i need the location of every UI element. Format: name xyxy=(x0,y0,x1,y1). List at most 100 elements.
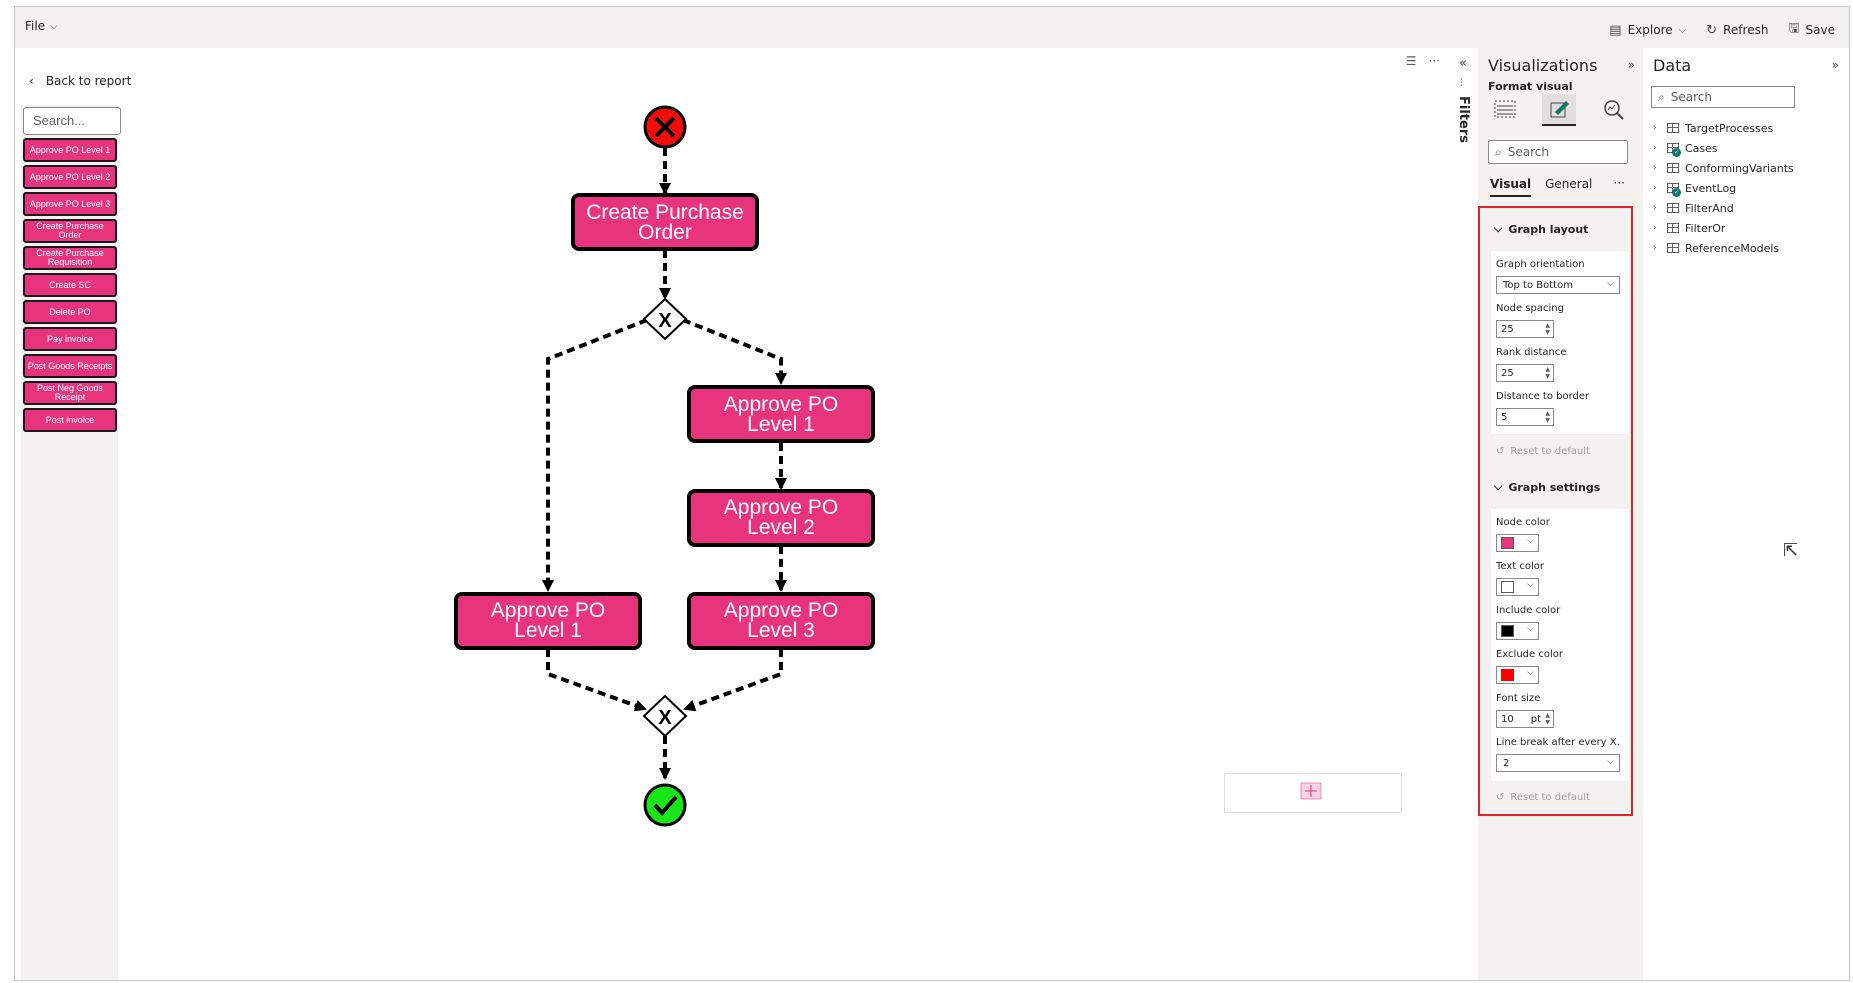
filter-funnel-icon: ⫶ xyxy=(1460,78,1463,89)
node-label: Level 1 xyxy=(747,413,815,436)
spinner-icon[interactable]: ▲▼ xyxy=(1545,322,1550,336)
node-create-purchase-order[interactable]: Create Purchase Order xyxy=(571,193,759,251)
line-break-dropdown[interactable]: 2 ⌵ xyxy=(1496,754,1620,772)
filters-pane-collapsed[interactable]: « ⫶ Filters xyxy=(1452,48,1479,980)
table-node[interactable]: ›✓EventLog xyxy=(1653,178,1794,198)
text-color-swatch xyxy=(1501,581,1514,593)
split-gateway[interactable]: X xyxy=(642,297,688,341)
search-placeholder: Search xyxy=(1507,145,1549,159)
build-visual-icon[interactable] xyxy=(1488,94,1522,124)
table-icon xyxy=(1667,243,1679,253)
activity-item[interactable]: Approve PO Level 2 xyxy=(23,165,117,189)
table-node[interactable]: ›TargetProcesses xyxy=(1653,118,1794,138)
refresh-label: Refresh xyxy=(1723,23,1769,37)
rank-distance-input[interactable]: 25 ▲▼ xyxy=(1496,364,1554,382)
node-spacing-value: 25 xyxy=(1501,323,1514,335)
more-options-button[interactable]: ··· xyxy=(1613,176,1625,190)
analytics-icon[interactable] xyxy=(1596,94,1630,124)
mouse-cursor-icon: ⇱ xyxy=(1783,540,1799,561)
edge-gateway-right xyxy=(682,318,787,385)
data-search-input[interactable]: ⌕ Search xyxy=(1651,86,1795,108)
node-approve-po-level-1[interactable]: Approve PO Level 1 xyxy=(687,385,875,443)
activity-item[interactable]: Create SC xyxy=(23,273,117,297)
include-color-swatch xyxy=(1501,625,1514,637)
table-node[interactable]: ›ConformingVariants xyxy=(1653,158,1794,178)
table-icon xyxy=(1667,163,1679,173)
spinner-icon[interactable]: ▲▼ xyxy=(1545,712,1550,726)
distance-to-border-input[interactable]: 5 ▲▼ xyxy=(1496,408,1554,426)
explore-button[interactable]: ▤ Explore ⌵ xyxy=(1609,19,1686,41)
chevron-right-icon[interactable]: › xyxy=(1653,223,1657,233)
join-gateway[interactable]: X xyxy=(642,694,688,738)
spinner-icon[interactable]: ▲▼ xyxy=(1545,410,1550,424)
table-node[interactable]: ›ReferenceModels xyxy=(1653,238,1794,258)
file-menu-label: File xyxy=(25,19,46,33)
activity-item[interactable]: Approve PO Level 1 xyxy=(23,138,117,162)
font-size-label: Font size xyxy=(1496,693,1541,704)
search-icon: ⌕ xyxy=(1495,144,1502,159)
graph-minimap[interactable] xyxy=(1224,773,1402,813)
chevron-right-icon[interactable]: › xyxy=(1653,183,1657,193)
more-options-icon[interactable]: ··· xyxy=(1428,54,1440,68)
expand-right-icon[interactable]: » xyxy=(1831,58,1839,72)
activity-item[interactable]: Post invoice xyxy=(23,408,117,432)
save-icon: 🖫 xyxy=(1788,21,1800,36)
exclude-color-swatch xyxy=(1501,669,1514,681)
start-event[interactable] xyxy=(643,105,687,149)
node-color-picker[interactable]: ⌵ xyxy=(1496,534,1539,552)
node-approve-po-level-2[interactable]: Approve PO Level 2 xyxy=(687,489,875,547)
chevron-right-icon[interactable]: › xyxy=(1653,143,1657,153)
highlighted-settings-area: ⌵ Graph layout Graph orientation Top to … xyxy=(1478,206,1633,816)
table-node[interactable]: ›✓Cases xyxy=(1653,138,1794,158)
activity-item[interactable]: Delete PO xyxy=(23,300,117,324)
refresh-icon: ↻ xyxy=(1706,22,1718,38)
node-label: Approve PO xyxy=(724,393,838,416)
node-approve-po-level-3[interactable]: Approve PO Level 3 xyxy=(687,592,875,650)
chevron-right-icon[interactable]: › xyxy=(1653,203,1657,213)
activity-item[interactable]: Post Neg Goods Receipt xyxy=(23,381,117,405)
activity-list: Approve PO Level 1 Approve PO Level 2 Appr… xyxy=(23,138,119,435)
save-button[interactable]: 🖫 Save xyxy=(1788,19,1835,41)
table-icon: ✓ xyxy=(1667,183,1681,197)
end-event[interactable] xyxy=(643,783,687,827)
activity-item[interactable]: Create Purchase Order xyxy=(23,219,117,243)
collapse-left-icon[interactable]: « xyxy=(1459,56,1467,71)
text-color-picker[interactable]: ⌵ xyxy=(1496,578,1539,596)
activity-item[interactable]: Approve PO Level 3 xyxy=(23,192,117,216)
exclude-color-picker[interactable]: ⌵ xyxy=(1496,666,1539,684)
node-spacing-input[interactable]: 25 ▲▼ xyxy=(1496,320,1554,338)
search-icon: ⌕ xyxy=(1658,89,1665,104)
chevron-right-icon[interactable]: › xyxy=(1653,123,1657,133)
format-search-input[interactable]: ⌕ Search xyxy=(1488,140,1628,164)
node-spacing-label: Node spacing xyxy=(1496,303,1564,314)
format-visual-icon[interactable] xyxy=(1542,94,1576,126)
activity-item[interactable]: Post Goods Receipts xyxy=(23,354,117,378)
orientation-dropdown[interactable]: Top to Bottom ⌵ xyxy=(1496,276,1620,294)
node-label: Approve PO xyxy=(491,599,605,622)
node-approve-po-level-1-left[interactable]: Approve PO Level 1 xyxy=(454,592,642,650)
tab-general[interactable]: General xyxy=(1545,177,1593,191)
table-node[interactable]: ›FilterAnd xyxy=(1653,198,1794,218)
layout-reset-button[interactable]: ↺ Reset to default xyxy=(1496,446,1590,457)
chevron-right-icon[interactable]: › xyxy=(1653,163,1657,173)
graph-settings-header[interactable]: ⌵ Graph settings xyxy=(1494,480,1600,494)
filters-label[interactable]: Filters xyxy=(1456,96,1471,143)
spinner-icon[interactable]: ▲▼ xyxy=(1545,366,1550,380)
filter-icon[interactable]: ☰ xyxy=(1405,54,1417,68)
activity-item[interactable]: Create Purchase Requisition xyxy=(23,246,117,270)
settings-reset-button[interactable]: ↺ Reset to default xyxy=(1496,792,1590,803)
back-to-report-link[interactable]: ‹ Back to report xyxy=(29,74,131,88)
file-menu[interactable]: File ⌵ xyxy=(25,19,58,33)
expand-right-icon[interactable]: » xyxy=(1627,58,1635,72)
graph-layout-header[interactable]: ⌵ Graph layout xyxy=(1494,222,1588,236)
edge-gateway-left xyxy=(542,318,648,592)
refresh-button[interactable]: ↻ Refresh xyxy=(1706,19,1768,41)
activity-item[interactable]: Pay invoice xyxy=(23,327,117,351)
include-color-picker[interactable]: ⌵ xyxy=(1496,622,1539,640)
tab-visual[interactable]: Visual xyxy=(1490,177,1532,197)
font-size-input[interactable]: 10 pt ▲▼ xyxy=(1496,710,1554,728)
visual-header-tools: ☰ ··· xyxy=(1406,54,1440,68)
table-node[interactable]: ›FilterOr xyxy=(1653,218,1794,238)
activity-search-input[interactable]: Search... xyxy=(23,107,121,135)
chevron-right-icon[interactable]: › xyxy=(1653,243,1657,253)
